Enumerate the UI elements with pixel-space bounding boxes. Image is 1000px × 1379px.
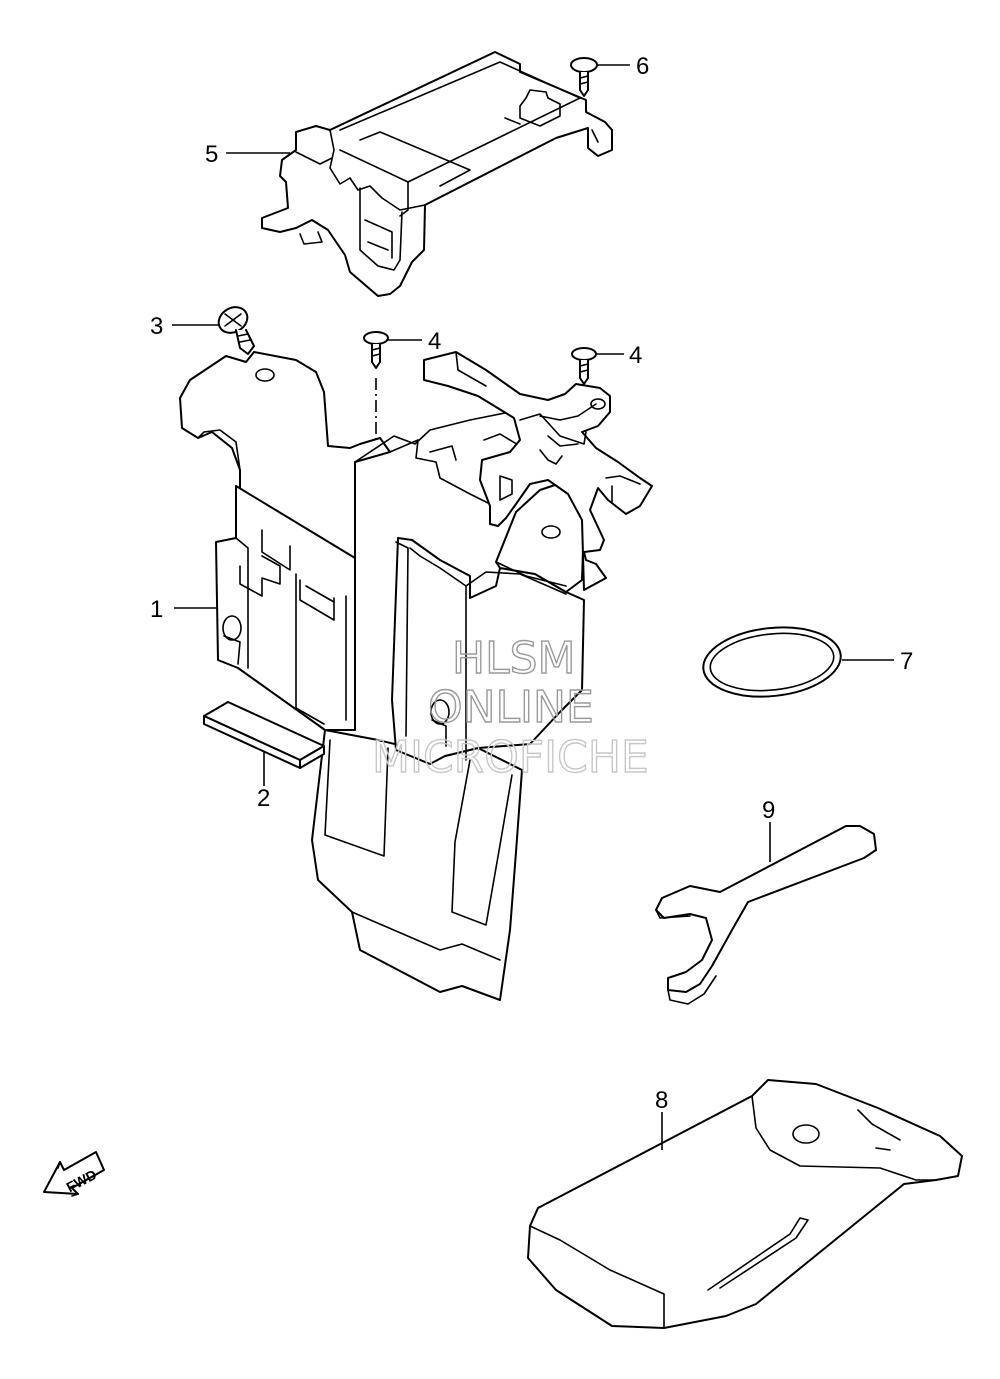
callout-6: 6	[636, 53, 649, 80]
callout-labels: 5 6 3 4 4 1 2 7 9 8	[150, 53, 913, 1114]
watermark-line-3: MICROFICHE	[372, 732, 649, 783]
callout-4b: 4	[629, 342, 642, 369]
part-6-screw[interactable]	[570, 57, 598, 97]
leader-lines	[172, 64, 894, 1150]
part-3-bolt[interactable]	[214, 302, 255, 355]
part-4-screw-right[interactable]	[571, 347, 597, 385]
watermark-line-1: HLSM	[452, 633, 576, 684]
part-4-screw-left[interactable]	[363, 331, 389, 440]
callout-7: 7	[900, 648, 913, 675]
callout-4a: 4	[428, 328, 441, 355]
part-8-tool-bag[interactable]	[527, 1079, 963, 1329]
part-9-spanner-wrench[interactable]	[655, 825, 877, 1005]
watermark: HLSM ONLINE MICROFICHE	[371, 632, 649, 783]
watermark-line-2: ONLINE	[428, 682, 594, 733]
callout-2: 2	[257, 785, 270, 812]
callout-9: 9	[762, 797, 775, 824]
callout-1: 1	[150, 596, 163, 623]
part-7-o-ring[interactable]	[700, 621, 844, 703]
callout-5: 5	[205, 141, 218, 168]
callout-8: 8	[655, 1087, 668, 1114]
part-5-bracket[interactable]	[261, 51, 613, 297]
part-1-battery-holder[interactable]	[179, 351, 653, 1001]
callout-3: 3	[150, 313, 163, 340]
fwd-arrow-icon: FWD	[43, 1151, 105, 1197]
part-2-cushion-pad[interactable]	[203, 701, 325, 769]
